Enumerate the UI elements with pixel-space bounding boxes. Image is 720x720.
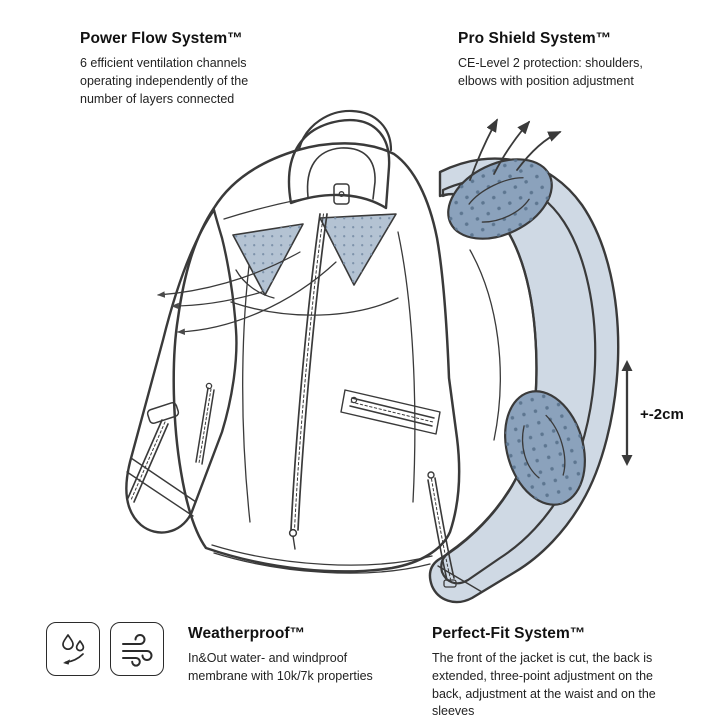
waterproof-drops-icon	[62, 634, 85, 665]
pro-shield-annotation: Pro Shield System™ CE-Level 2 protection…	[458, 30, 678, 91]
perfect-fit-body: The front of the jacket is cut, the back…	[432, 651, 656, 719]
adjustment-label: +-2cm	[640, 406, 684, 423]
pro-shield-body: CE-Level 2 protection: shoulders, elbows…	[458, 56, 643, 88]
elbow-pad	[504, 390, 586, 506]
shoulder-pad	[447, 158, 553, 240]
power-flow-title: Power Flow System™	[80, 30, 243, 47]
torso	[172, 142, 461, 573]
forearm-zipper	[427, 471, 457, 588]
seam-lines	[211, 198, 433, 574]
adjustment-arrow	[621, 360, 633, 466]
left-sleeve	[125, 208, 238, 534]
perfect-fit-title: Perfect-Fit System™	[432, 625, 586, 642]
shoulder-air-arrows	[469, 118, 562, 181]
weatherproof-body: In&Out water- and windproof membrane wit…	[188, 651, 373, 683]
weatherproof-title: Weatherproof™	[188, 625, 306, 642]
feature-icons	[46, 622, 164, 676]
power-flow-body: 6 efficient ventilation channels operati…	[80, 56, 249, 106]
power-flow-annotation: Power Flow System™ 6 efficient ventilati…	[80, 30, 285, 108]
collar-tab	[333, 183, 350, 205]
weatherproof-annotation: Weatherproof™ In&Out water- and windproo…	[188, 625, 383, 686]
perfect-fit-annotation: Perfect-Fit System™ The front of the jac…	[432, 625, 684, 720]
sleeve-strap	[146, 401, 180, 425]
pro-shield-title: Pro Shield System™	[458, 30, 612, 47]
windproof-icon-box	[110, 622, 164, 676]
back-collar-line	[297, 109, 393, 152]
main-zipper	[288, 213, 328, 550]
wind-icon	[122, 634, 153, 667]
airflow-lines	[157, 251, 337, 335]
collar	[287, 118, 391, 210]
chest-vents	[232, 213, 397, 296]
pocket-zippers	[195, 382, 441, 465]
waterproof-icon-box	[46, 622, 100, 676]
